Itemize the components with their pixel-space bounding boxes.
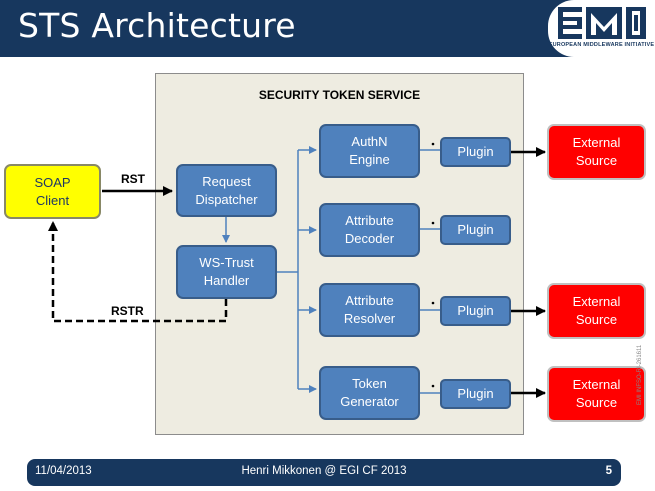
- ws-trust-handler-box: WS-Trust Handler: [176, 245, 277, 299]
- rst-label: RST: [121, 172, 145, 186]
- external-source-box-1: External Source: [547, 124, 646, 180]
- soap-client-box: SOAP Client: [4, 164, 101, 219]
- external-source-box-3: External Source: [547, 366, 646, 422]
- sts-panel-title: SECURITY TOKEN SERVICE: [258, 88, 421, 102]
- footer-date: 11/04/2013: [35, 465, 92, 477]
- title-bar: STS Architecture EUROPEAN MIDDLEWARE INI…: [0, 0, 655, 57]
- authn-engine-box: AuthN Engine: [319, 124, 420, 178]
- rstr-arrow: [48, 221, 228, 323]
- project-code: EMI INFSO-RI-261611: [637, 344, 643, 405]
- emi-logo-icon: [558, 7, 646, 39]
- emi-logo: EUROPEAN MIDDLEWARE INITIATIVE: [548, 0, 655, 57]
- external-source-box-2: External Source: [547, 283, 646, 339]
- token-generator-box: Token Generator: [319, 366, 420, 420]
- rstr-label: RSTR: [111, 304, 144, 318]
- plugin-box-4: Plugin: [440, 379, 511, 409]
- attribute-decoder-box: Attribute Decoder: [319, 203, 420, 257]
- footer-presenter: Henri Mikkonen @ EGI CF 2013: [241, 465, 407, 477]
- attribute-resolver-box: Attribute Resolver: [319, 283, 420, 337]
- plugin-box-3: Plugin: [440, 296, 511, 326]
- plugin-box-2: Plugin: [440, 215, 511, 245]
- emi-logo-text: EUROPEAN MIDDLEWARE INITIATIVE: [548, 42, 655, 48]
- page-number: 5: [605, 465, 612, 477]
- plugin-box-1: Plugin: [440, 137, 511, 167]
- request-dispatcher-box: Request Dispatcher: [176, 164, 277, 217]
- slide-footer: 11/04/2013 Henri Mikkonen @ EGI CF 2013 …: [27, 459, 621, 486]
- slide-title: STS Architecture: [18, 6, 296, 45]
